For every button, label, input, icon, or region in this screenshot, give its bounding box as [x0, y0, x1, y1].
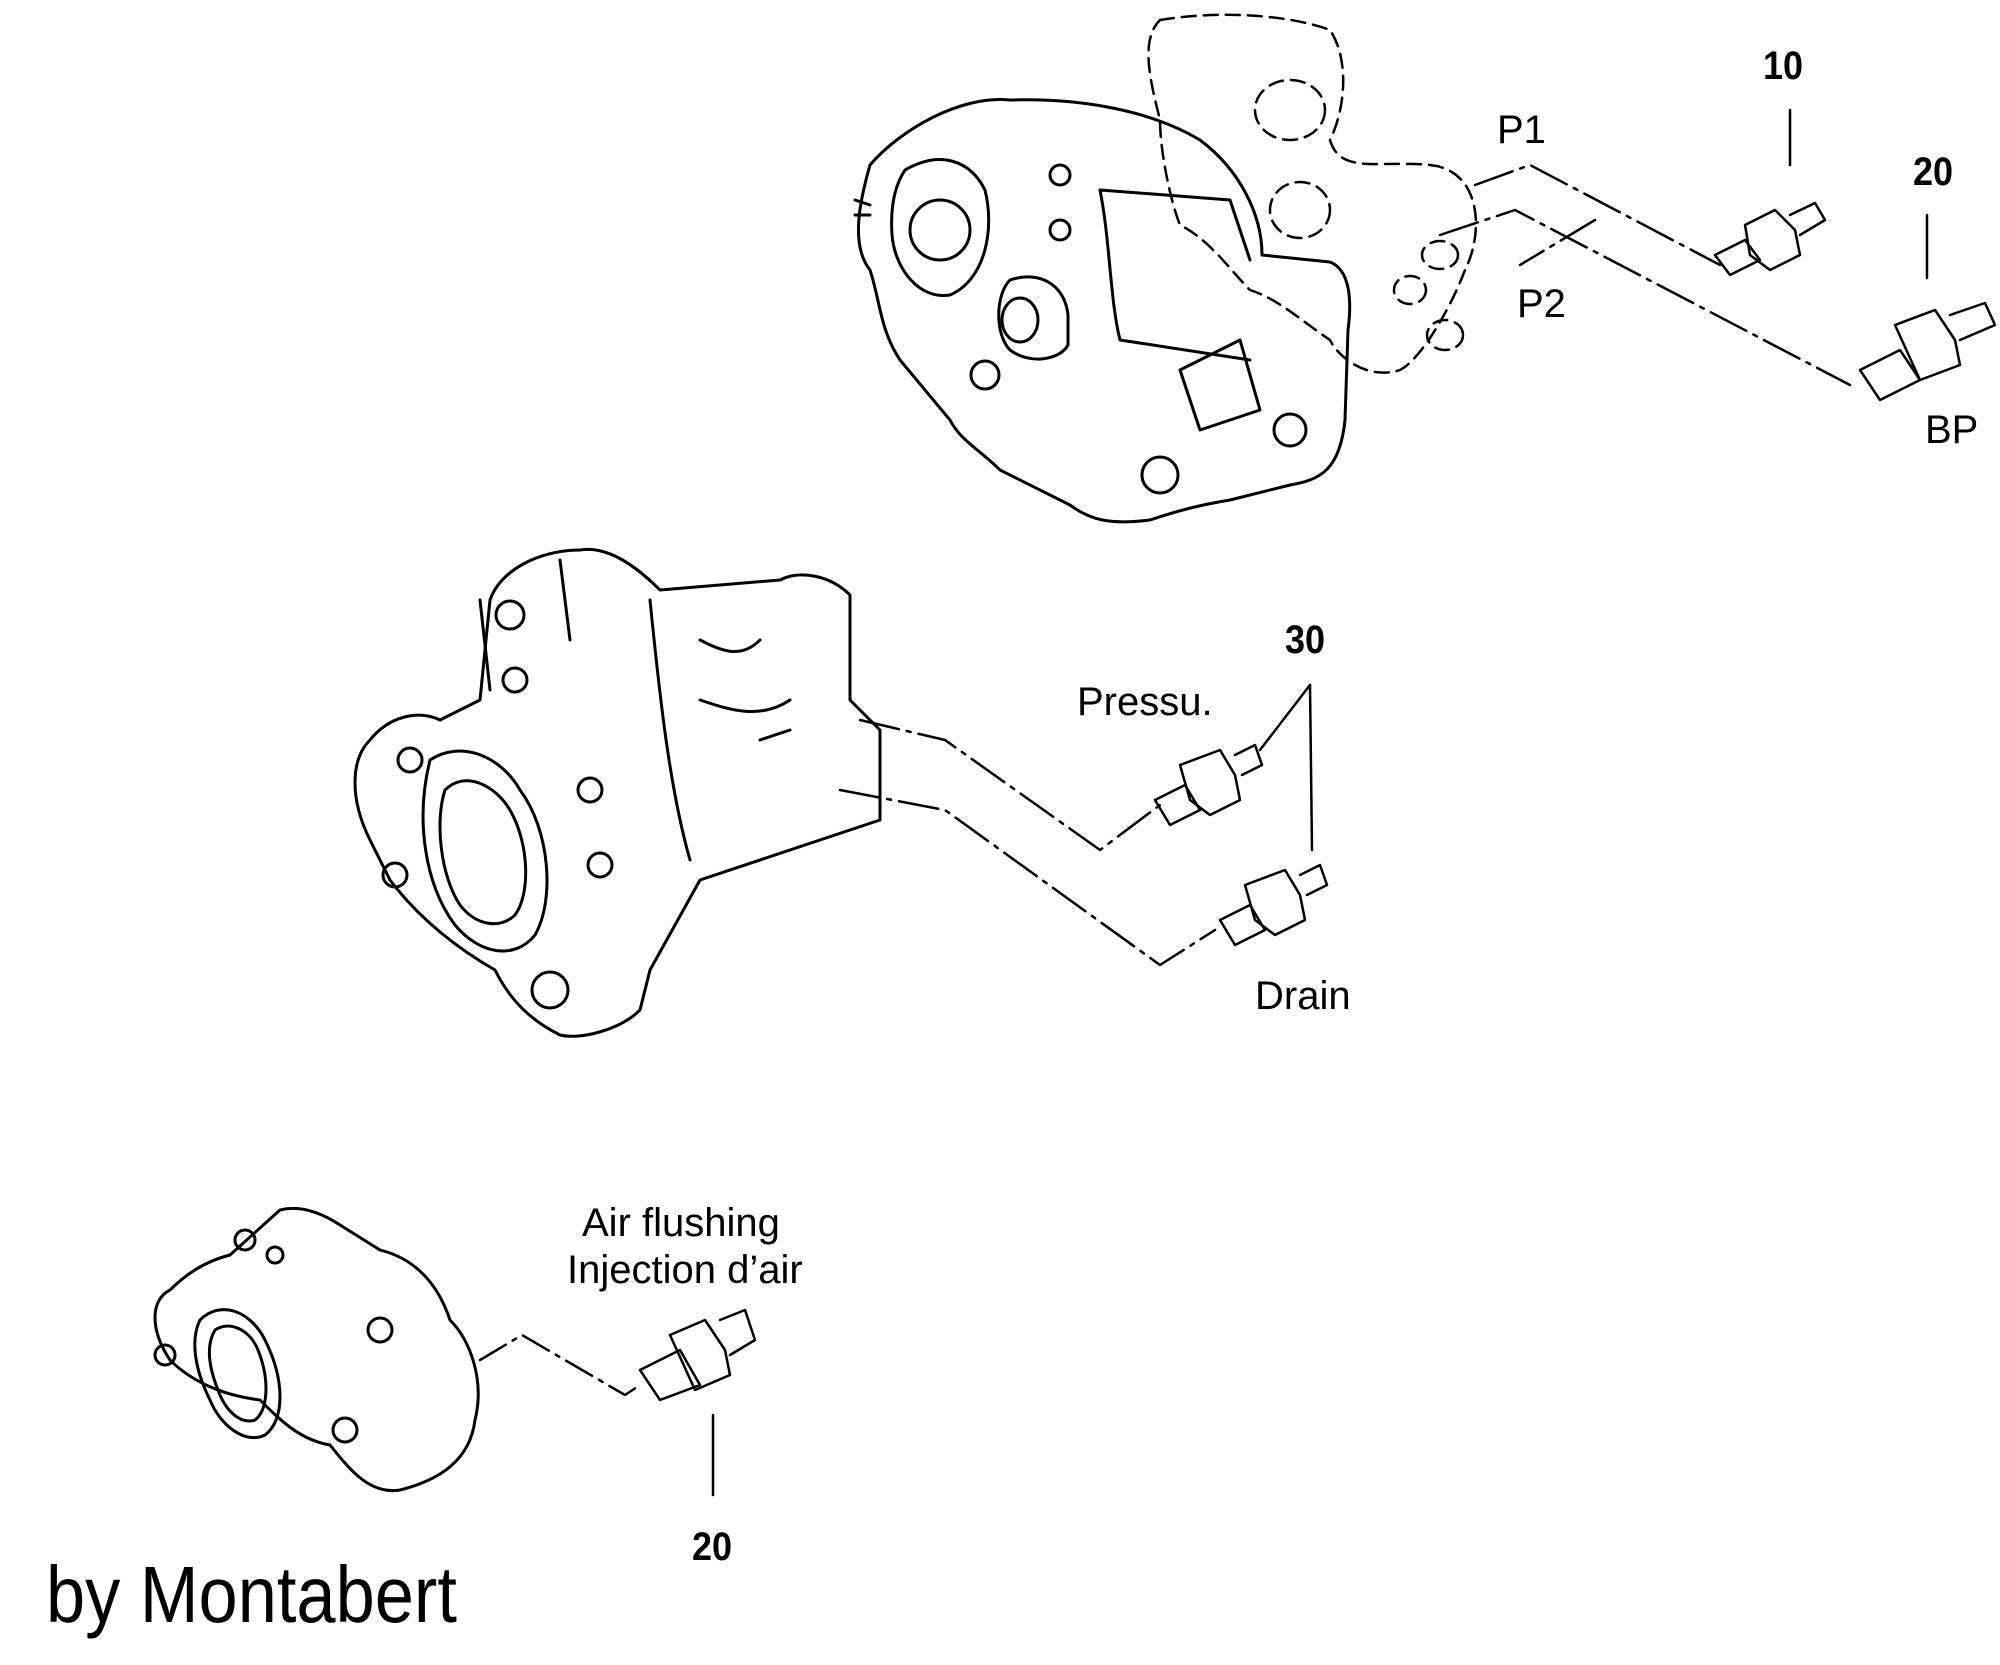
leader-lines-top — [1438, 163, 1852, 387]
label-pressure: Pressu. — [1077, 680, 1213, 724]
small-housing-bottom — [153, 1206, 480, 1493]
valve-body-top — [853, 98, 1352, 524]
fitting-30-pressure — [1153, 683, 1314, 852]
callout-10: 10 — [1763, 44, 1804, 88]
label-bp: BP — [1925, 408, 1979, 452]
label-air-flushing: Air flushing — [582, 1201, 780, 1245]
callout-20-top: 20 — [1913, 150, 1954, 194]
label-p2: P2 — [1517, 282, 1566, 326]
callout-30: 30 — [1285, 618, 1326, 662]
leader-line-bottom — [478, 1333, 642, 1397]
fitting-20-top — [1858, 213, 1997, 402]
fitting-10 — [1713, 108, 1827, 277]
label-p1: P1 — [1497, 108, 1546, 152]
fitting-20-bottom — [638, 1308, 757, 1497]
label-air-injection: Injection d’air — [567, 1248, 803, 1292]
fitting-30-drain — [1218, 863, 1329, 947]
label-drain: Drain — [1255, 974, 1351, 1018]
leader-lines-middle — [838, 718, 1217, 967]
credit-text: by Montabert — [46, 1550, 457, 1639]
callout-20-bottom: 20 — [692, 1525, 733, 1569]
cylinder-housing-middle — [353, 547, 882, 1038]
gasket-plate — [1147, 13, 1478, 374]
